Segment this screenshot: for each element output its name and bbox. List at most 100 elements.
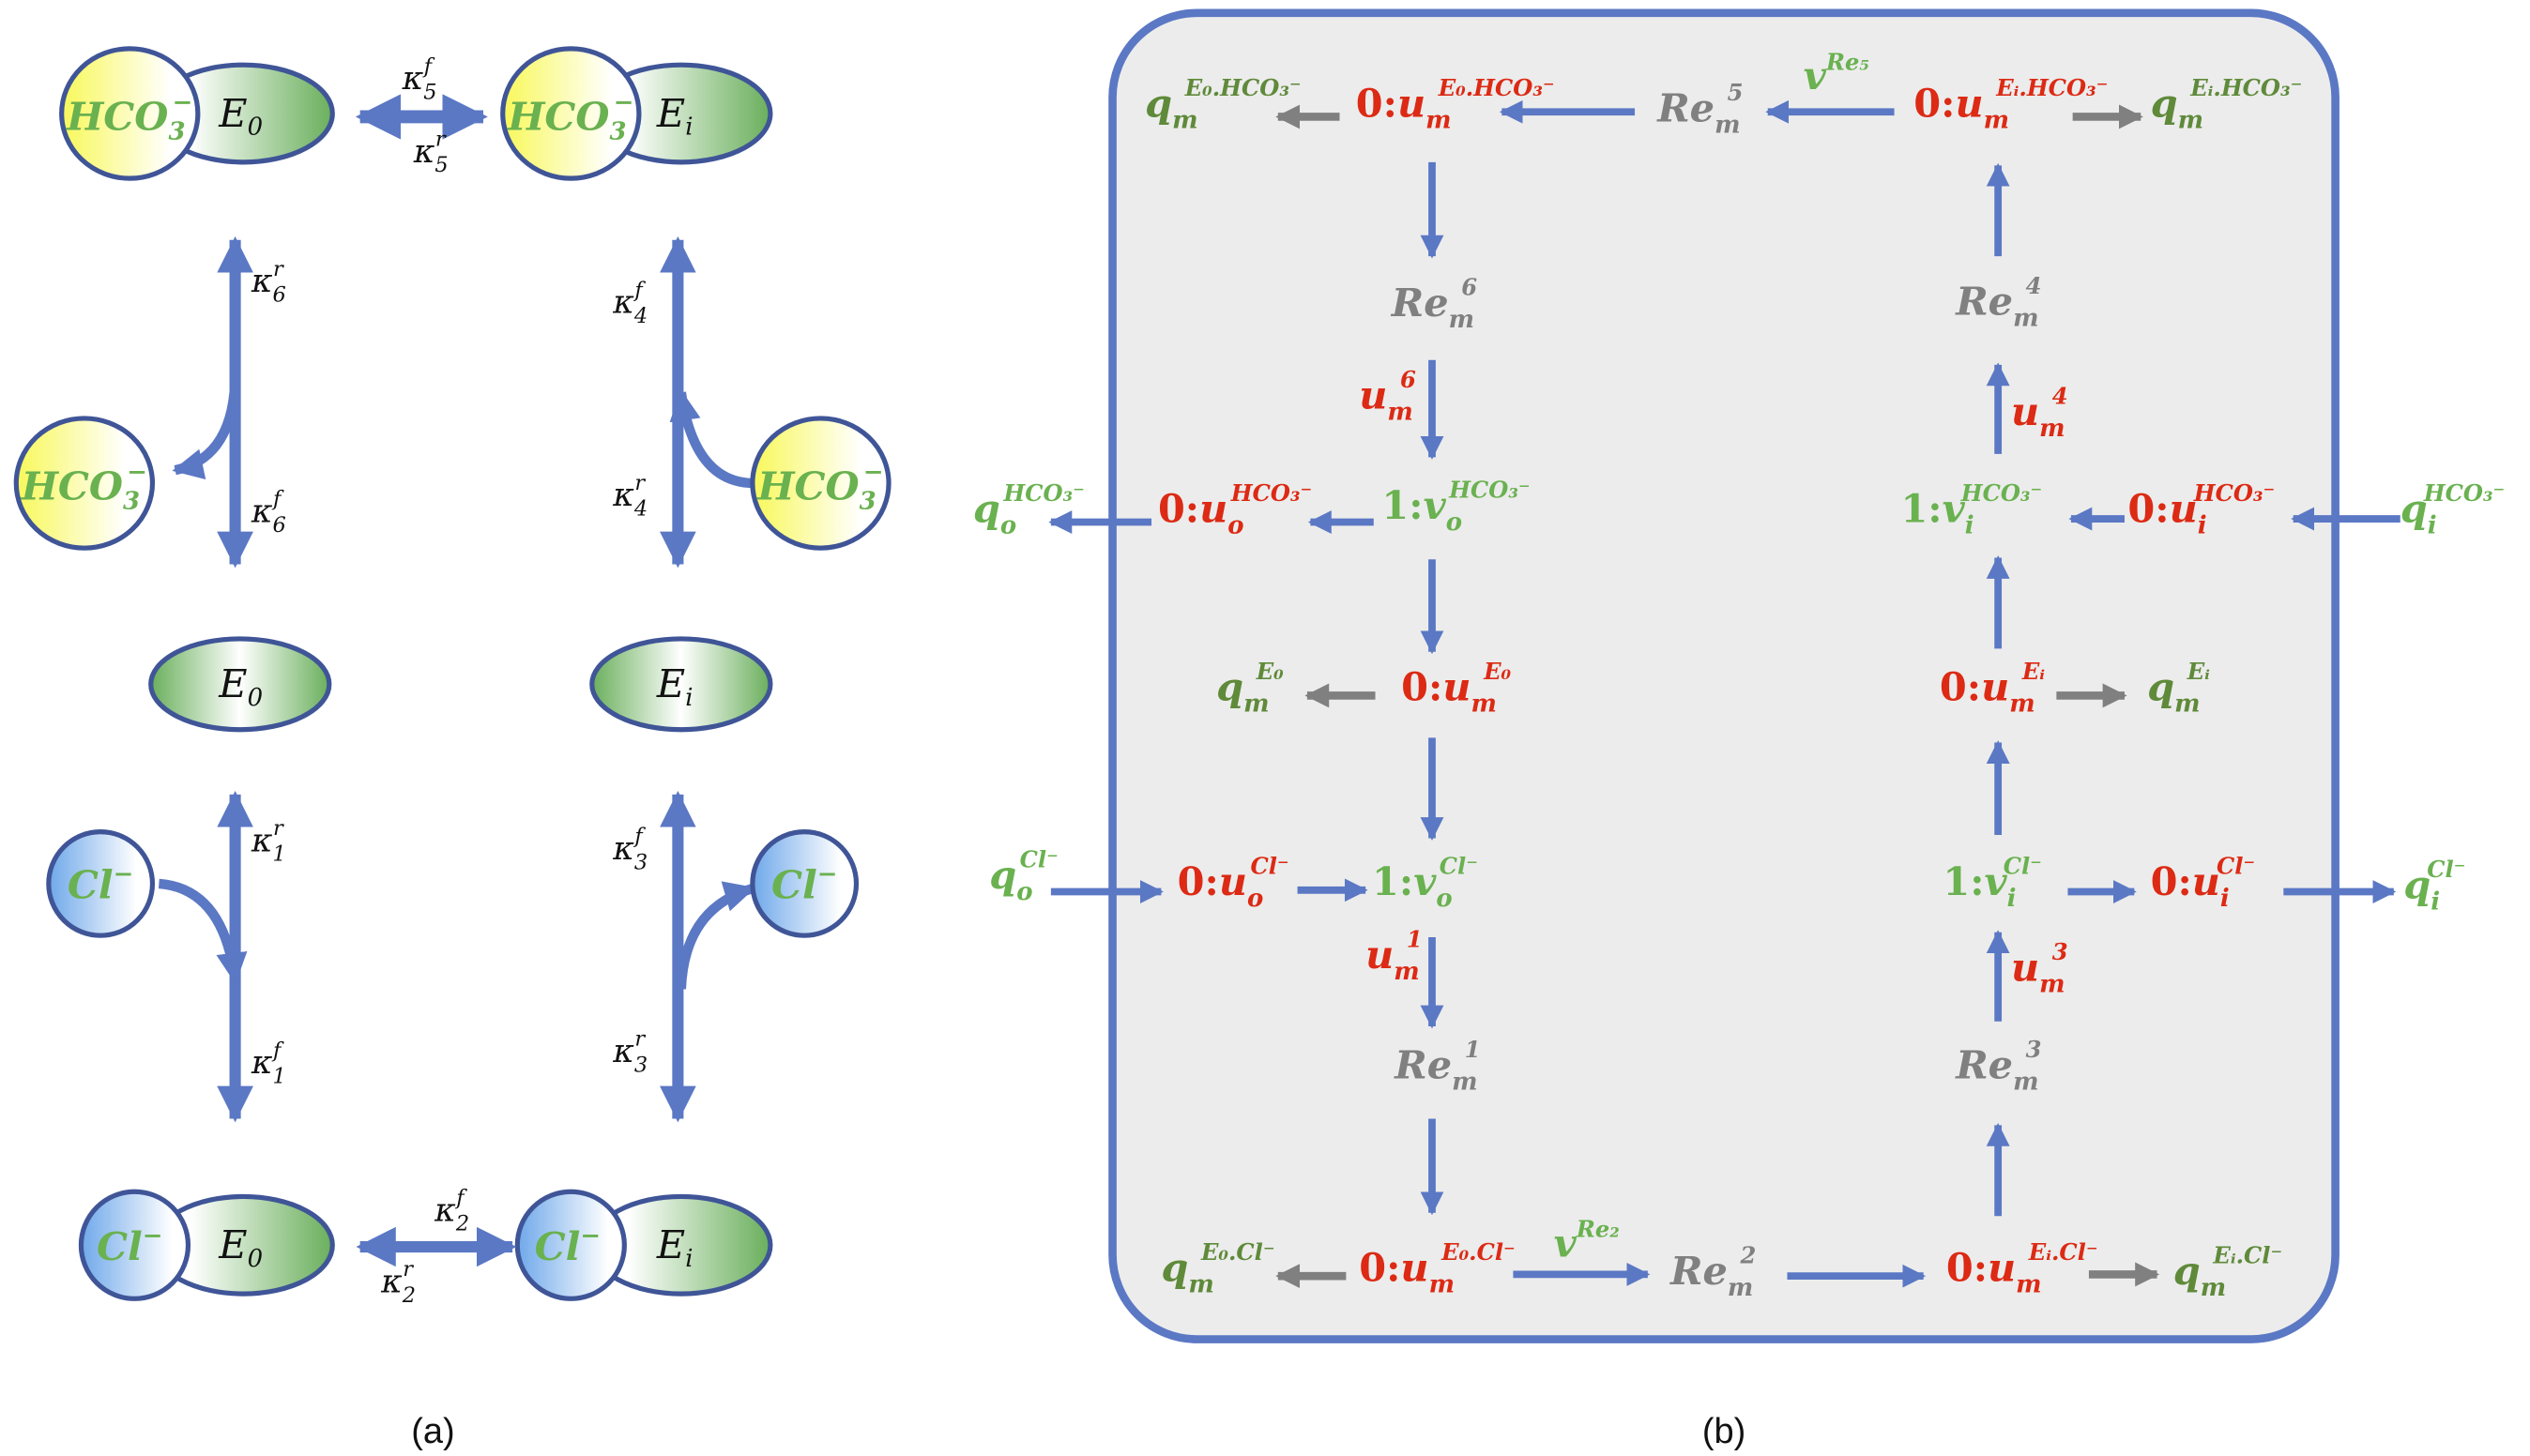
node-prefix: 0: [1940, 664, 1981, 710]
node-subscript: o [1016, 878, 1032, 906]
node-prefix: 0: [1913, 80, 1955, 126]
node-base: u [1199, 486, 1227, 532]
svg-text:Cl−: Cl− [68, 860, 133, 907]
node-prefix: 0: [1158, 486, 1199, 532]
node-subscript: i [2428, 512, 2437, 540]
node-subscript: m [1387, 399, 1412, 427]
node-subscript: i [1965, 512, 1974, 540]
node-superscript: Eᵢ.HCO₃⁻ [2189, 74, 2302, 101]
node-base: v [1413, 858, 1437, 904]
node-superscript: HCO₃⁻ [1002, 479, 1085, 507]
bond-arrows [1048, 99, 2400, 1288]
node-subscript: m [1452, 1068, 1477, 1096]
node-subscript: m [1394, 958, 1419, 986]
svg-text:HCO3−: HCO3− [507, 89, 633, 146]
svg-text:κ2f: κ2f [434, 1186, 469, 1236]
free-hco3-left: HCO3− [13, 416, 156, 551]
node-superscript: 5 [1728, 79, 1744, 106]
arrow-cl-release [676, 881, 756, 990]
node-u-m-eo: 0:umE₀ [1401, 658, 1511, 719]
caption-b: (b) [1702, 1412, 1745, 1451]
node-subscript: i [2198, 512, 2207, 540]
node-superscript: Cl⁻ [2004, 853, 2042, 880]
rate-k5f: κ5f [402, 54, 437, 105]
node-subscript: m [2039, 971, 2065, 999]
svg-text:κ4r: κ4r [612, 471, 648, 522]
svg-text:E0: E0 [218, 661, 263, 712]
node-base: Re [1669, 1248, 1728, 1294]
node-superscript: E₀.Cl⁻ [1200, 1238, 1275, 1266]
node-subscript: o [1446, 508, 1462, 537]
node-u-m3: um3 [2011, 938, 2068, 999]
node-subscript: m [1449, 306, 1474, 334]
rate-k5r: κ5r [413, 128, 449, 178]
node-subscript: m [2013, 1068, 2038, 1096]
node-base: u [2011, 945, 2039, 991]
node-base: q [2151, 80, 2178, 126]
node-base: u [1955, 80, 1983, 126]
node-subscript: o [1227, 512, 1243, 540]
node-prefix: 1: [1381, 482, 1423, 528]
node-u-o-hco3: 0:uo HCO₃⁻ [1158, 479, 1312, 540]
node-subscript: i [2220, 885, 2230, 913]
node-base: Re [1391, 280, 1449, 326]
node-base: q [1161, 1244, 1188, 1290]
node-base: u [2192, 858, 2220, 904]
node-v-i-cl: 1:viCl⁻ [1943, 853, 2042, 914]
node-superscript: Eᵢ.HCO₃⁻ [1995, 74, 2108, 101]
svg-text:Ei: Ei [656, 661, 693, 712]
node-base: Re [1955, 1041, 2013, 1087]
node-u-m-ei-hco3: 0:umEᵢ.HCO₃⁻ [1913, 74, 2108, 135]
node-prefix: 0: [2151, 858, 2192, 904]
node-subscript: i [2431, 888, 2440, 917]
node-subscript: m [1715, 112, 1740, 140]
node-base: v [1943, 486, 1966, 532]
node-superscript: 6 [1461, 274, 1477, 301]
node-superscript: 6 [1400, 366, 1416, 393]
node-base: u [2170, 486, 2198, 532]
node-re3: Rem3 [1955, 1036, 2041, 1097]
node-re6: Rem 6 [1391, 274, 1477, 335]
node-superscript: E₀ [1256, 658, 1284, 685]
arrow-cl-bind [158, 878, 248, 984]
svg-text:κ6f: κ6f [251, 487, 286, 538]
node-superscript: E₀.HCO₃⁻ [1184, 74, 1302, 101]
node-u-i-cl: 0:ui Cl⁻ [2151, 853, 2256, 914]
complex-hco3-e0: HCO3− E0 [59, 46, 335, 181]
node-subscript: m [2174, 690, 2200, 719]
node-subscript: m [1429, 1270, 1455, 1298]
node-base: v [1985, 858, 2008, 904]
node-superscript: HCO₃⁻ [1230, 479, 1313, 507]
node-superscript: 4 [2052, 382, 2068, 409]
node-subscript: m [2178, 107, 2203, 135]
node-base: q [989, 852, 1016, 898]
svg-text:κ3r: κ3r [612, 1027, 648, 1078]
arrow-hco3-release [172, 372, 240, 480]
node-superscript: Cl⁻ [2217, 853, 2255, 880]
svg-text:Cl−: Cl− [535, 1222, 601, 1269]
node-base: u [1988, 1244, 2016, 1290]
node-q-m-eo-hco3: qm E₀.HCO₃⁻ [1145, 74, 1302, 135]
node-prefix: 0: [1178, 858, 1219, 904]
node-re4: Rem4 [1955, 272, 2041, 333]
node-superscript: 1 [1407, 925, 1423, 952]
node-q-m-ei: qmEᵢ [2147, 658, 2210, 719]
node-q-m-eo-cl: qmE₀.Cl⁻ [1161, 1238, 1274, 1299]
node-u-m6: um 6 [1359, 366, 1416, 427]
svg-text:HCO3−: HCO3− [21, 459, 147, 516]
node-re5: Rem5 [1656, 79, 1743, 140]
node-subscript: o [1000, 512, 1016, 540]
node-base: u [1359, 372, 1387, 418]
node-subscript: m [1471, 690, 1496, 719]
node-prefix: 0: [1946, 1244, 1988, 1290]
node-u-o-cl: 0:uoCl⁻ [1178, 853, 1289, 914]
node-subscript: m [1728, 1274, 1753, 1302]
node-superscript: Cl⁻ [1440, 853, 1478, 880]
node-subscript: m [2039, 415, 2065, 443]
node-subscript: m [1172, 107, 1197, 135]
node-base: q [1145, 80, 1172, 126]
node-subscript: m [2013, 304, 2038, 332]
svg-text:κ4f: κ4f [612, 278, 648, 328]
